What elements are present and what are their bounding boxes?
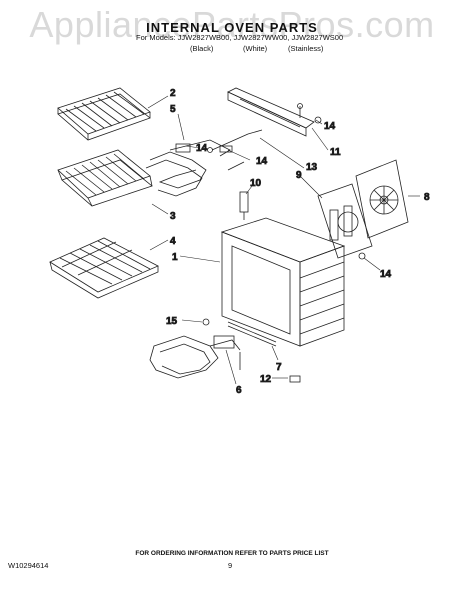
callout-1: 1: [172, 252, 178, 263]
top-bracket-part-11: [227, 87, 315, 137]
page-number: 9: [228, 561, 233, 570]
trim-part-7: [227, 321, 277, 347]
oven-rack-part-4: [49, 237, 159, 299]
callout-12: 12: [260, 374, 272, 385]
callout-9: 9: [296, 170, 302, 181]
oven-cavity-part-1: [220, 217, 346, 347]
leader-lines: [147, 95, 420, 385]
callout-14-b: 14: [324, 121, 336, 132]
callout-2: 2: [170, 88, 176, 99]
callout-5: 5: [170, 104, 176, 115]
screw-parts: [202, 116, 366, 326]
temperature-sensor: [211, 129, 263, 220]
callout-10: 10: [250, 178, 262, 189]
callout-15: 15: [166, 316, 178, 327]
finish-stainless: (Stainless): [288, 44, 324, 53]
bake-element-part-6: [149, 335, 241, 379]
clip-part-12: [289, 375, 301, 383]
finish-white: (White): [243, 44, 268, 53]
oven-rack-part-3: [57, 149, 153, 207]
callout-8: 8: [424, 192, 430, 203]
callout-14-c: 14: [256, 156, 268, 167]
model-list: For Models: JJW2827WB00, JJW2827WW00, JJ…: [136, 33, 344, 42]
callout-11: 11: [330, 147, 341, 158]
finish-black: (Black): [190, 44, 214, 53]
convection-fan-part-8: [355, 159, 409, 239]
document-part-number: W10294614: [8, 561, 49, 570]
callout-14-a: 14: [196, 143, 208, 154]
callout-13: 13: [306, 162, 318, 173]
callout-3: 3: [170, 211, 176, 222]
fan-cover-part-9: [317, 183, 373, 259]
broil-element-part-13: [145, 139, 231, 197]
callout-7: 7: [276, 362, 282, 373]
callout-4: 4: [170, 236, 176, 247]
oven-rack-part-2: [57, 87, 151, 141]
callout-14-d: 14: [380, 269, 392, 280]
callout-6: 6: [236, 385, 242, 396]
page-title: INTERNAL OVEN PARTS: [146, 20, 318, 35]
ordering-note: FOR ORDERING INFORMATION REFER TO PARTS …: [135, 550, 329, 557]
watermark: AppliancePartsPros.com: [29, 4, 435, 45]
